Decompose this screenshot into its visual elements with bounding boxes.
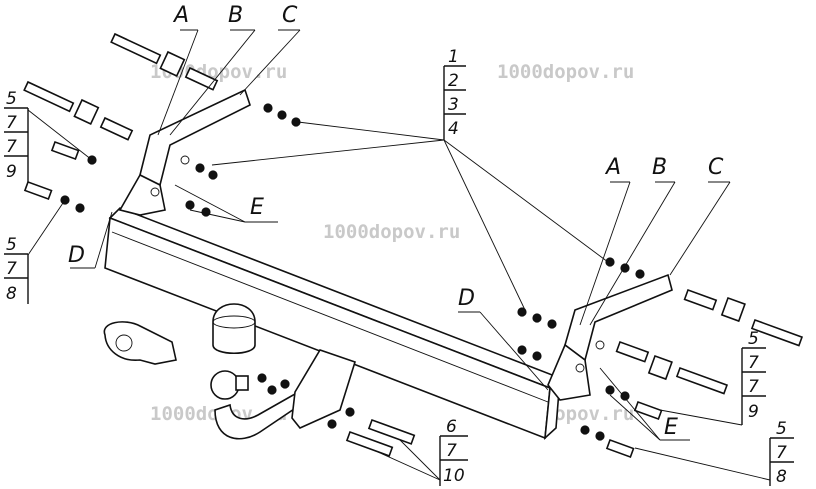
stack-bottom-center: 6 7 10 [439, 417, 468, 486]
watermark-2: 1000dopov.ru [497, 61, 634, 83]
label-right-d: D [458, 286, 475, 311]
socket-plate-icon [103, 321, 177, 365]
svg-text:7: 7 [748, 377, 759, 397]
svg-text:6: 6 [446, 417, 457, 437]
svg-text:9: 9 [748, 402, 759, 422]
svg-text:7: 7 [6, 259, 17, 279]
label-top-b: B [228, 3, 243, 28]
label-right-a: A [604, 155, 621, 180]
bolts-upper-left [23, 32, 301, 217]
svg-text:4: 4 [448, 119, 459, 139]
left-bracket [118, 88, 251, 216]
svg-text:5: 5 [6, 89, 17, 109]
ball-cap-icon [212, 303, 256, 355]
stack-left-upper: 5 7 7 9 [4, 89, 29, 182]
svg-text:7: 7 [6, 113, 17, 133]
stack-right-lower: 5 7 8 [769, 419, 794, 487]
svg-text:1: 1 [448, 47, 459, 67]
svg-text:3: 3 [448, 95, 459, 115]
svg-text:7: 7 [776, 443, 787, 463]
watermark-3: 1000dopov.ru [323, 221, 460, 243]
label-left-d: D [68, 243, 85, 268]
stack-top-center: 1 2 3 4 [443, 47, 466, 140]
label-right-b: B [652, 155, 667, 180]
label-right-e: E [664, 415, 678, 440]
svg-text:5: 5 [6, 235, 17, 255]
svg-text:8: 8 [6, 284, 17, 304]
label-right-c: C [708, 155, 724, 180]
label-top-c: C [282, 3, 298, 28]
bolts-right [517, 257, 804, 459]
leader-lines [27, 29, 771, 481]
svg-text:5: 5 [776, 419, 787, 439]
crossbar [104, 207, 562, 440]
svg-text:7: 7 [6, 137, 17, 157]
svg-text:8: 8 [776, 467, 787, 487]
svg-text:2: 2 [448, 71, 459, 91]
label-top-a: A [172, 3, 189, 28]
label-left-e: E [250, 195, 264, 220]
svg-text:7: 7 [748, 353, 759, 373]
stack-left-lower: 5 7 8 [4, 235, 29, 304]
svg-text:7: 7 [446, 441, 457, 461]
svg-text:10: 10 [443, 466, 465, 486]
svg-text:5: 5 [748, 329, 759, 349]
bolts-bottom-center [257, 373, 416, 457]
stack-right-upper: 5 7 7 9 [741, 329, 766, 425]
tow-ball-mount [210, 349, 356, 440]
right-bracket [547, 273, 673, 401]
svg-text:9: 9 [6, 162, 17, 182]
